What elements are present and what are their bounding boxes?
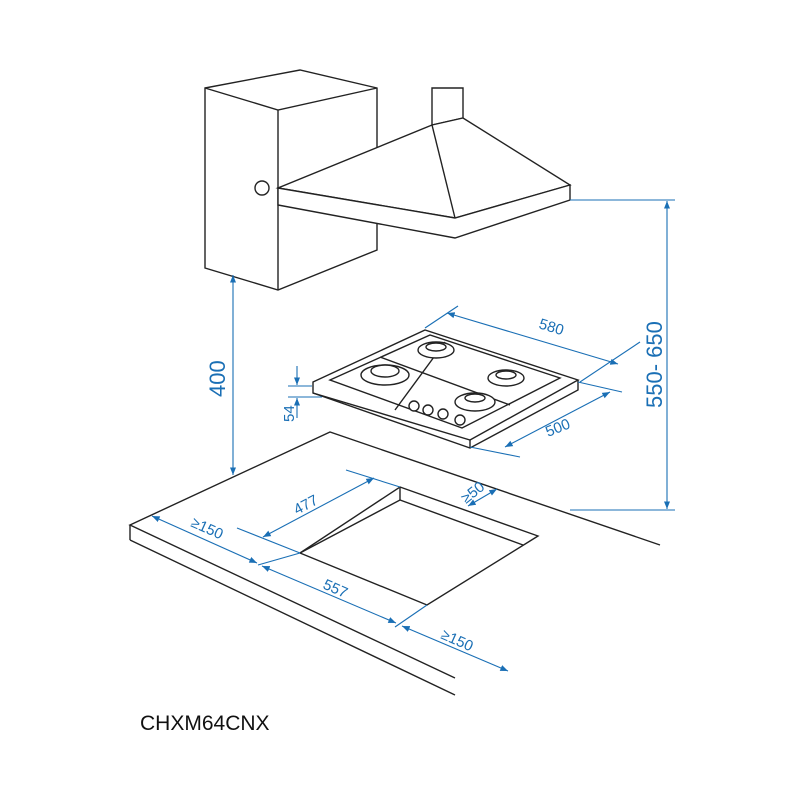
model-name: CHXM64CNX bbox=[140, 712, 270, 735]
dim-label: 550- 650 bbox=[642, 321, 667, 408]
dim-right-clearance: ≥150 bbox=[401, 625, 509, 672]
dim-hob-width: 580 bbox=[424, 305, 641, 383]
dim-hood-height: 550- 650 bbox=[570, 199, 675, 511]
dim-label: 54 bbox=[281, 405, 298, 422]
dim-label: ≥50 bbox=[458, 478, 488, 507]
knob-icon bbox=[422, 404, 434, 416]
dim-label: ≥150 bbox=[188, 514, 225, 543]
dim-label: ≥150 bbox=[438, 626, 475, 655]
dim-label: 557 bbox=[320, 576, 350, 602]
gas-hob bbox=[312, 329, 580, 449]
knob-icon bbox=[454, 414, 466, 426]
dim-label: 477 bbox=[291, 492, 321, 519]
wall-cabinet bbox=[204, 69, 378, 291]
dim-label: 580 bbox=[537, 316, 566, 340]
knob-icon bbox=[437, 408, 449, 420]
dim-label: 500 bbox=[543, 416, 573, 441]
countertop bbox=[128, 431, 661, 696]
dim-hob-height: 54 bbox=[281, 366, 322, 422]
dim-back-clearance: ≥50 bbox=[458, 478, 498, 507]
dim-cabinet-clearance: 400 bbox=[205, 275, 237, 475]
cooker-hood bbox=[275, 87, 572, 239]
dim-label: 400 bbox=[205, 360, 230, 397]
cabinet-knob-icon bbox=[254, 180, 270, 196]
knob-icon bbox=[408, 400, 420, 412]
dim-left-clearance: ≥150 bbox=[151, 514, 258, 564]
dim-cutout-width: 557 bbox=[257, 552, 428, 628]
